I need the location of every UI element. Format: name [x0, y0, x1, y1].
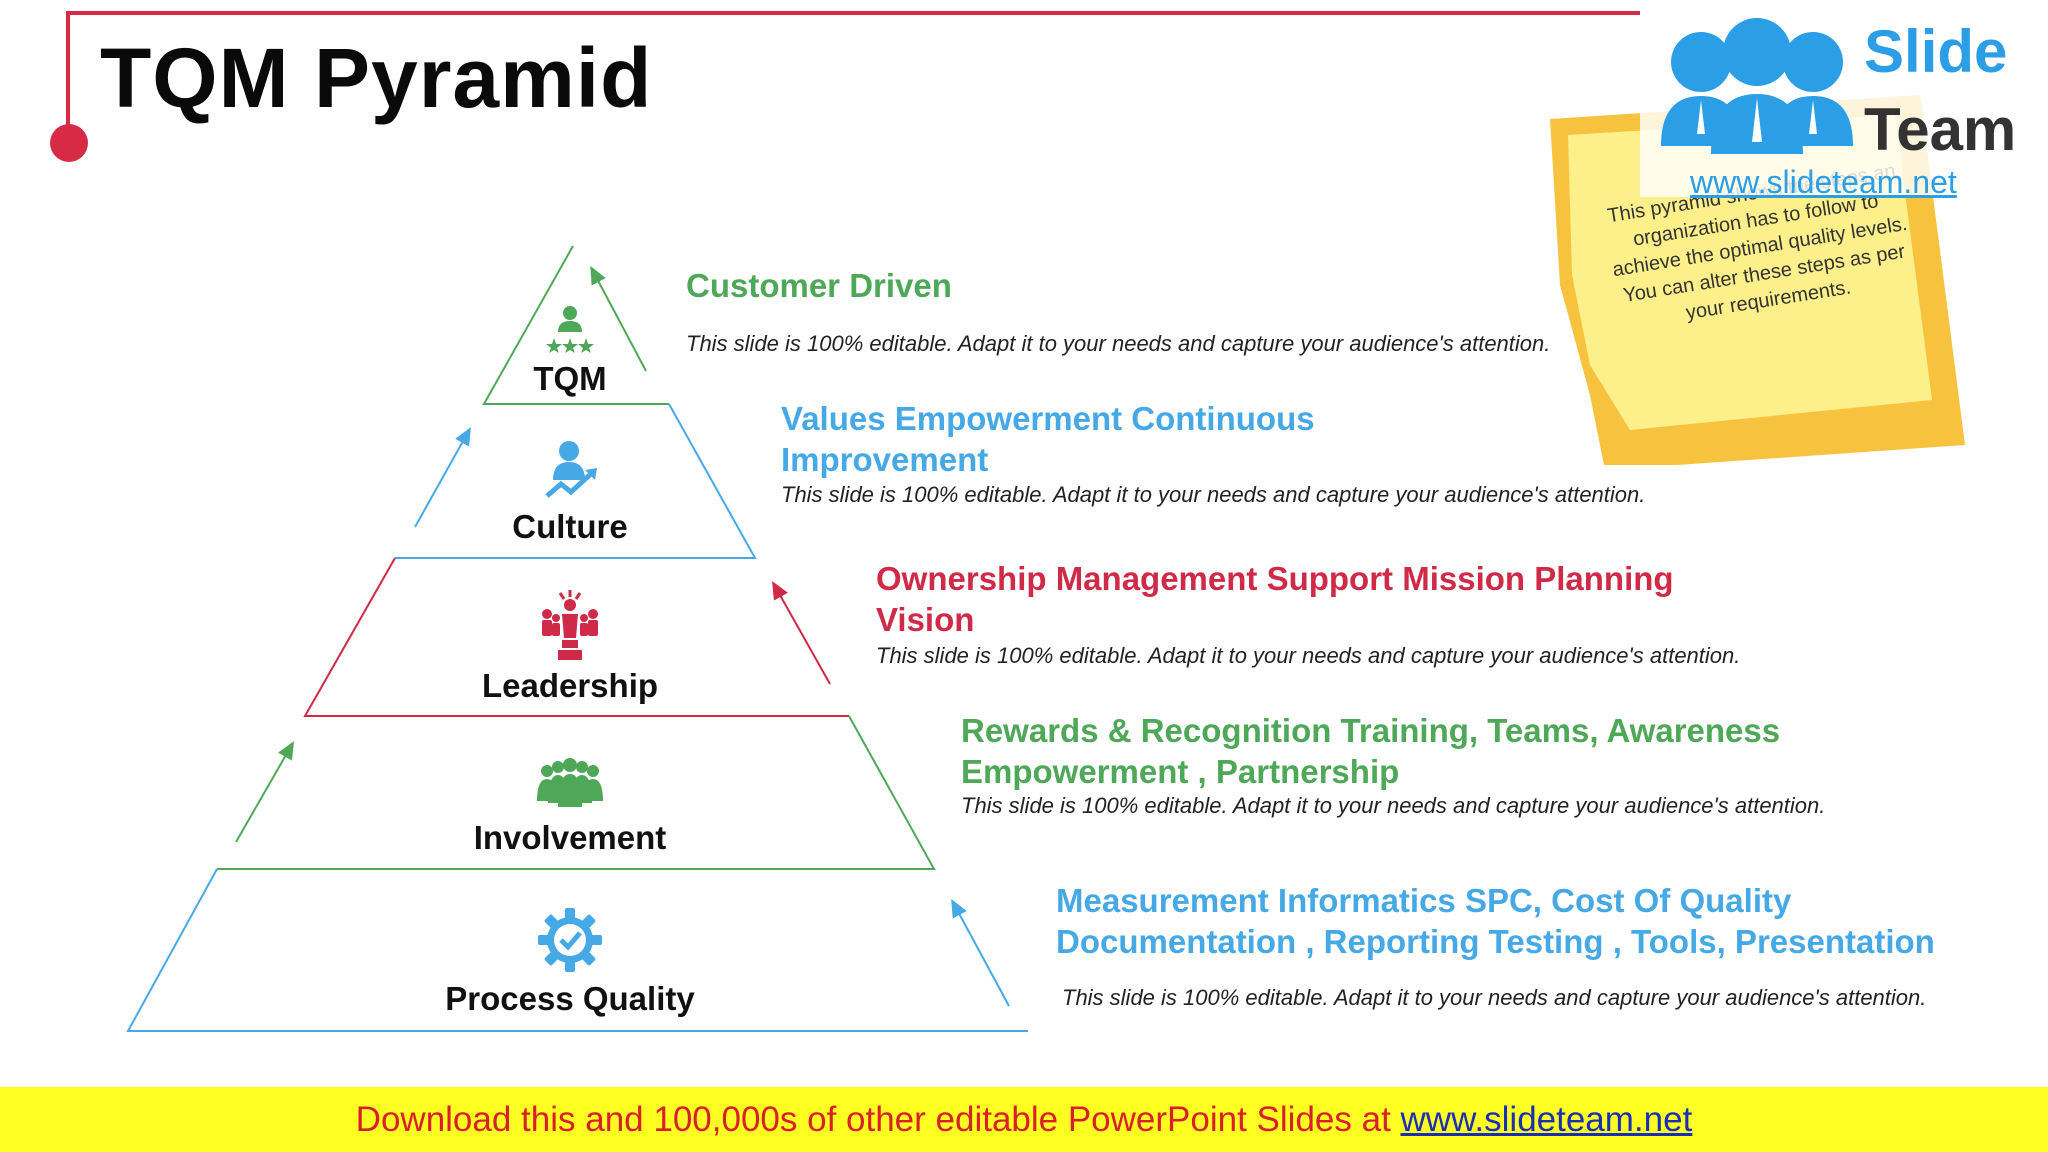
tier-arrow-leadership [772, 581, 831, 685]
footer-text: Download this and 100,000s of other edit… [0, 1102, 2048, 1137]
tier-outline-process-quality [126, 868, 1028, 1032]
footer-link[interactable]: www.slideteam.net [1400, 1100, 1693, 1139]
tier-outline-culture [395, 403, 757, 559]
leader-stars-icon [546, 306, 594, 353]
title-accent-line [66, 11, 1640, 15]
tier-arrow-tqm [590, 265, 647, 372]
growth-person-icon [545, 441, 597, 498]
gear-check-icon [538, 908, 602, 972]
tier-description-culture: This slide is 100% editable. Adapt it to… [781, 482, 1646, 507]
tier-heading-culture: Values Empowerment Continuous Improvemen… [781, 400, 1315, 478]
tier-description-involvement: This slide is 100% editable. Adapt it to… [961, 793, 1826, 818]
logo-text-team: Team [1864, 96, 2017, 163]
tier-label-involvement: Involvement [473, 819, 667, 856]
tier-label-culture: Culture [512, 508, 628, 545]
tier-heading-leadership: Ownership Management Support Mission Pla… [876, 560, 1674, 638]
footer-banner [0, 1087, 2048, 1152]
tier-label-leadership: Leadership [481, 667, 659, 704]
logo-url[interactable]: www.slideteam.net [1690, 164, 1957, 200]
tier-description-leadership: This slide is 100% editable. Adapt it to… [876, 643, 1741, 668]
title-accent-dot [50, 124, 88, 162]
people-logo-icon [1661, 18, 1853, 154]
logo-text-slide: Slide [1864, 18, 2008, 85]
tier-outline-tqm [482, 245, 669, 405]
tier-outline-leadership [303, 557, 849, 717]
tier-description-process-quality: This slide is 100% editable. Adapt it to… [1062, 985, 1927, 1010]
tier-label-tqm: TQM [533, 360, 607, 397]
tier-outline-involvement [217, 715, 936, 870]
tier-label-process-quality: Process Quality [445, 980, 695, 1017]
tier-heading-involvement: Rewards & Recognition Training, Teams, A… [961, 712, 1781, 790]
tier-heading-tqm: Customer Driven [686, 267, 952, 304]
page-title: TQM Pyramid [100, 31, 653, 125]
tier-description-tqm: This slide is 100% editable. Adapt it to… [686, 331, 1551, 356]
tier-arrow-involvement [235, 741, 294, 843]
tier-heading-process-quality: Measurement Informatics SPC, Cost Of Qua… [1056, 882, 1935, 960]
tier-arrow-process-quality [951, 898, 1010, 1007]
tier-arrow-culture [414, 427, 471, 528]
leader-team-icon [542, 590, 598, 660]
group-icon [537, 758, 603, 807]
footer-message: Download this and 100,000s of other edit… [355, 1100, 1401, 1139]
title-accent-vertical [66, 11, 70, 129]
